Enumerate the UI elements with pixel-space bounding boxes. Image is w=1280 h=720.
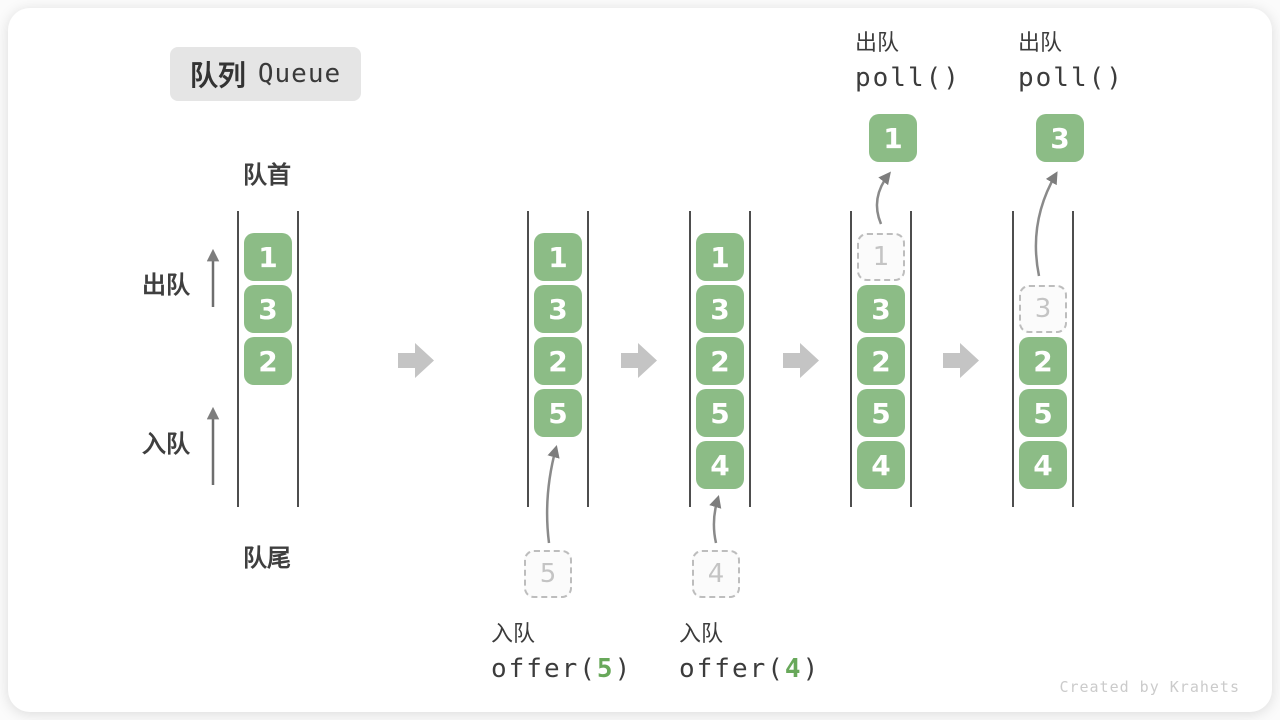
queue-cell-incoming: 4 <box>692 550 740 598</box>
operation-label-poll3: 出队 poll() <box>1018 28 1124 96</box>
queue-cell: 5 <box>857 389 905 437</box>
queue-cell: 2 <box>244 337 292 385</box>
code-text: ) <box>802 654 821 684</box>
code-text: offer( <box>491 654 597 684</box>
polled-cell: 3 <box>1036 114 1084 162</box>
title-badge: 队列 Queue <box>170 47 361 101</box>
queue-wall <box>910 211 912 507</box>
operation-name: 入队 <box>491 621 536 646</box>
queue-wall <box>237 211 239 507</box>
polled-cell: 1 <box>869 114 917 162</box>
queue-cell: 1 <box>534 233 582 281</box>
queue-wall <box>527 211 529 507</box>
queue-cell-removed: 1 <box>857 233 905 281</box>
watermark: Created by Krahets <box>1059 678 1240 696</box>
queue-cell: 2 <box>534 337 582 385</box>
code-arg: 4 <box>784 654 803 684</box>
label-queue-rear: 队尾 <box>243 545 291 572</box>
queue-wall <box>1012 211 1014 507</box>
operation-label-offer4: 入队 offer(4) <box>679 619 820 687</box>
queue-wall <box>297 211 299 507</box>
operation-code: poll() <box>1018 63 1124 93</box>
queue-cell: 2 <box>696 337 744 385</box>
code-arg: 5 <box>596 654 615 684</box>
queue-wall <box>1072 211 1074 507</box>
operation-code: offer(5) <box>491 651 632 687</box>
queue-wall <box>850 211 852 507</box>
queue-cell: 3 <box>857 285 905 333</box>
queue-wall <box>587 211 589 507</box>
queue-cell: 5 <box>696 389 744 437</box>
operation-name: 出队 <box>855 30 900 55</box>
queue-cell: 3 <box>696 285 744 333</box>
queue-cell: 1 <box>696 233 744 281</box>
operation-code: poll() <box>855 63 961 93</box>
queue-cell: 1 <box>244 233 292 281</box>
queue-cell: 3 <box>534 285 582 333</box>
diagram-card <box>8 8 1272 712</box>
title-en: Queue <box>257 59 342 89</box>
queue-cell: 5 <box>1019 389 1067 437</box>
queue-cell: 2 <box>857 337 905 385</box>
queue-cell: 4 <box>1019 441 1067 489</box>
queue-cell: 4 <box>696 441 744 489</box>
label-enqueue-side: 入队 <box>142 431 190 458</box>
code-text: offer( <box>679 654 785 684</box>
operation-name: 入队 <box>679 621 724 646</box>
queue-cell: 5 <box>534 389 582 437</box>
queue-cell: 3 <box>244 285 292 333</box>
queue-wall <box>749 211 751 507</box>
queue-cell: 4 <box>857 441 905 489</box>
queue-wall <box>689 211 691 507</box>
operation-label-offer5: 入队 offer(5) <box>491 619 632 687</box>
queue-cell: 2 <box>1019 337 1067 385</box>
label-queue-front: 队首 <box>243 162 291 189</box>
code-text: ) <box>614 654 633 684</box>
label-dequeue-side: 出队 <box>142 272 190 299</box>
queue-cell-removed: 3 <box>1019 285 1067 333</box>
operation-label-poll1: 出队 poll() <box>855 28 961 96</box>
operation-name: 出队 <box>1018 30 1063 55</box>
title-zh: 队列 <box>189 60 246 91</box>
operation-code: offer(4) <box>679 651 820 687</box>
queue-cell-incoming: 5 <box>524 550 572 598</box>
